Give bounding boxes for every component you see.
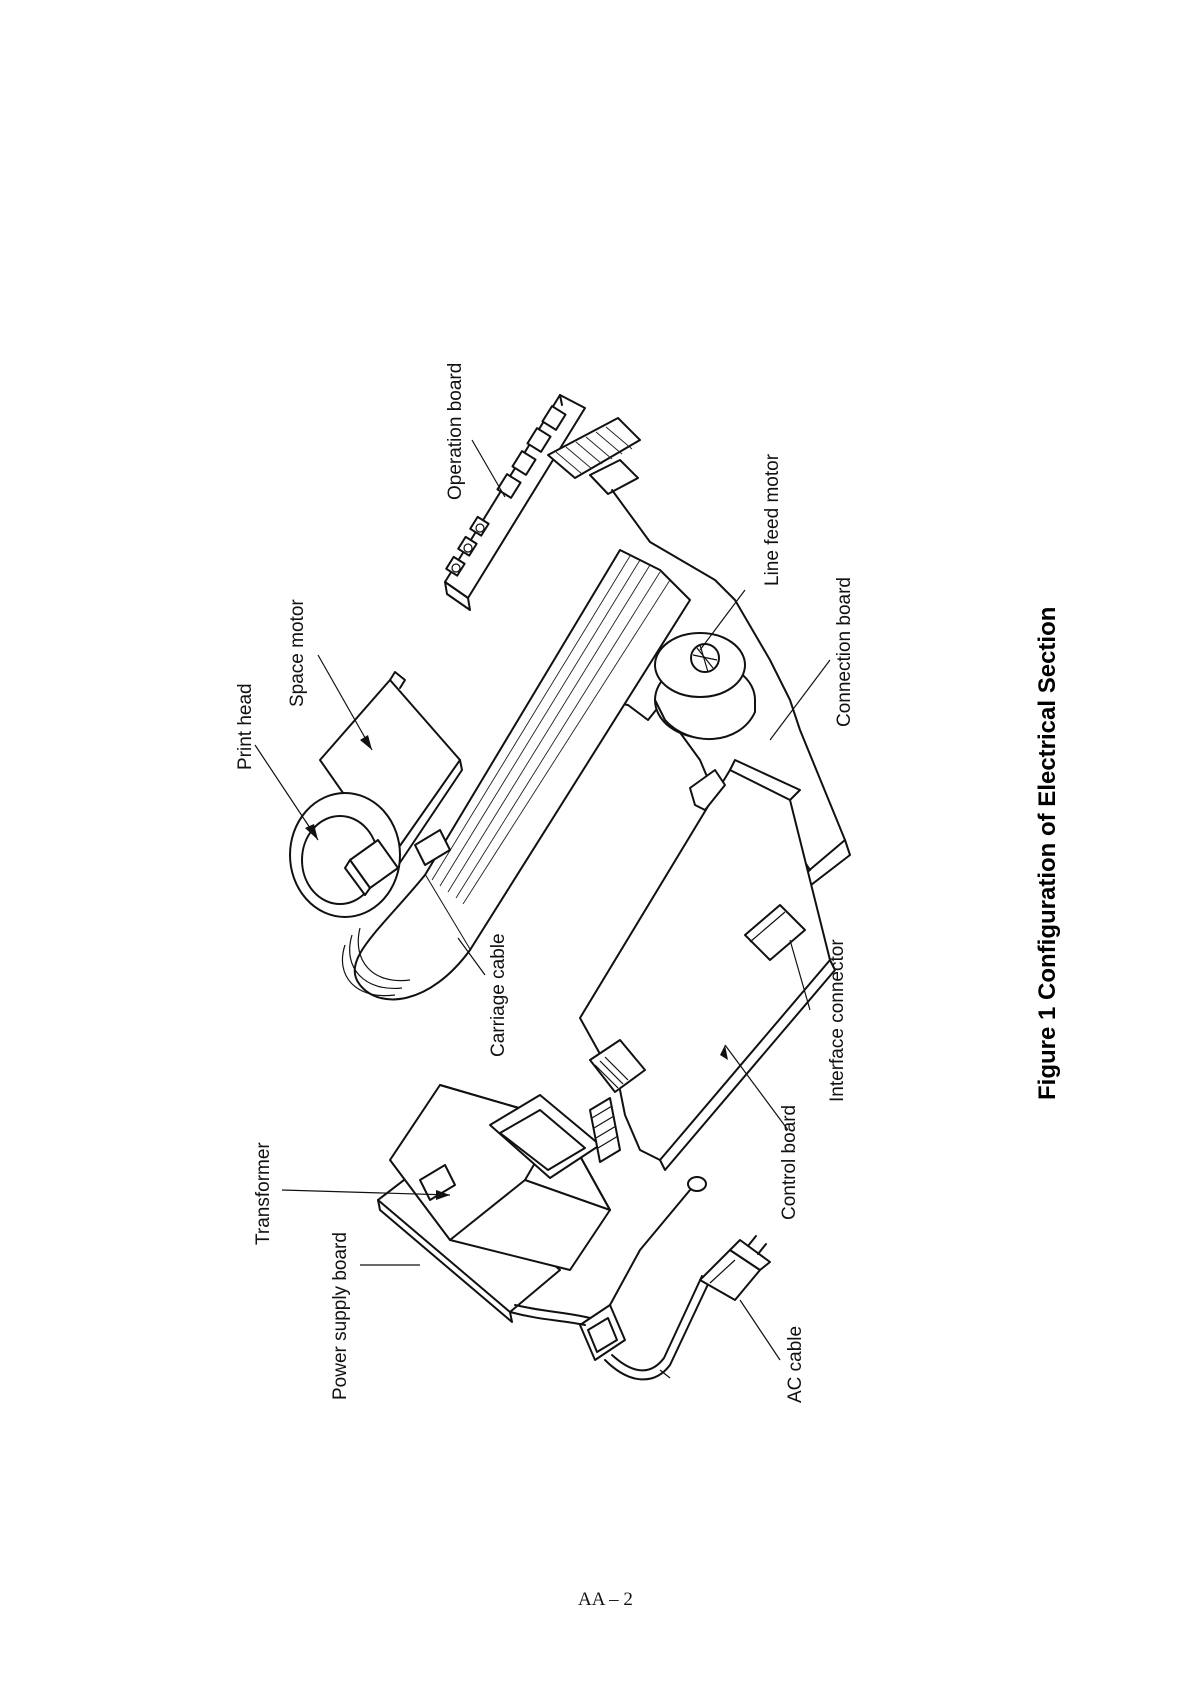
- label-print-head: Print head: [235, 683, 256, 770]
- leader-print-head: [255, 745, 318, 840]
- transformer-drawing: [378, 1085, 620, 1322]
- leader-operation-board: [472, 440, 505, 497]
- label-control-board: Control board: [779, 1105, 800, 1220]
- label-operation-board: Operation board: [445, 363, 466, 500]
- label-carriage-cable: Carriage cable: [488, 933, 509, 1057]
- figure-caption: Figure 1 Configuration of Electrical Sec…: [1034, 607, 1061, 1100]
- label-line-feed-motor: Line feed motor: [762, 453, 783, 586]
- leader-ac-cable: [740, 1300, 780, 1360]
- label-interface-connector: Interface connector: [827, 939, 848, 1102]
- label-transformer: Transformer: [253, 1142, 274, 1245]
- label-power-supply-board: Power supply board: [330, 1232, 351, 1400]
- label-ac-cable: AC cable: [785, 1326, 806, 1403]
- page-number: AA – 2: [578, 1589, 633, 1610]
- label-connection-board: Connection board: [834, 577, 855, 727]
- label-space-motor: Space motor: [287, 599, 308, 707]
- operation-board-drawing: [445, 395, 585, 610]
- line-feed-motor-drawing: [655, 633, 755, 739]
